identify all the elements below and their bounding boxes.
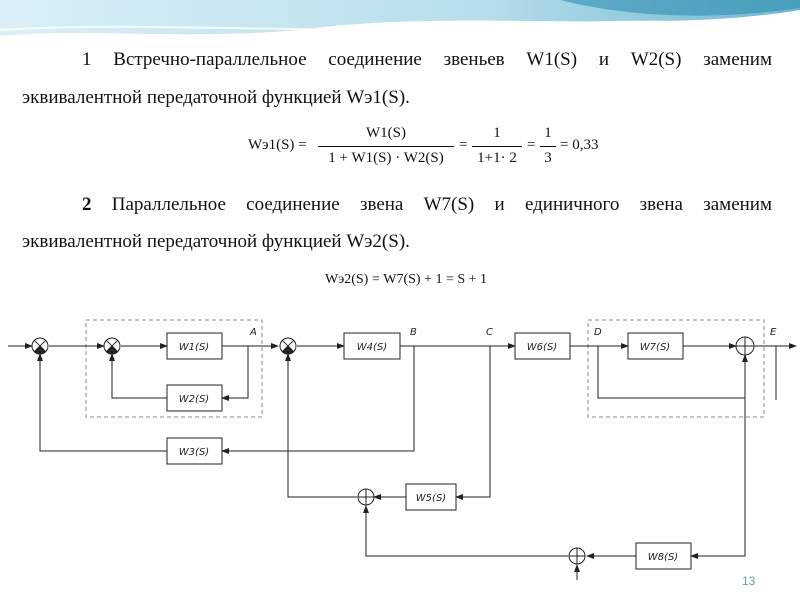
formula1-result: = 0,33	[560, 137, 599, 153]
block-w8-label: W8(S)	[648, 552, 678, 563]
header-wave-decoration	[0, 0, 800, 36]
formula1-frac1-num: W1(S)	[366, 125, 406, 141]
block-w2-label: W2(S)	[179, 394, 209, 405]
summing-junction-1	[31, 337, 49, 355]
block-w1	[166, 332, 223, 360]
formula1-frac2-num: 1	[493, 125, 501, 141]
block-w4	[343, 332, 401, 360]
block-w8	[635, 542, 692, 570]
block-diagram: W1(S) W2(S) W3(S) W4(S) W5(S) W6(S) W7(S…	[8, 319, 797, 580]
section2-number: 2	[82, 194, 92, 215]
point-a-label: A	[249, 327, 257, 338]
point-e-label: E	[770, 327, 777, 338]
formula1-frac3-num: 1	[544, 125, 552, 141]
section2-line1-text: Параллельное соединение звена W7(S) и ед…	[111, 194, 772, 215]
formula1-frac3-den: 3	[544, 150, 552, 166]
block-w7	[627, 332, 684, 360]
section2-line1: 2 Параллельное соединение звена W7(S) и …	[82, 195, 772, 215]
section1-line2: эквивалентной передаточной функцией Wэ1(…	[22, 87, 410, 108]
block-w4-label: W4(S)	[357, 342, 387, 353]
summing-junction-2	[103, 337, 121, 355]
formula1-lhs: Wэ1(S) =	[248, 137, 307, 153]
point-d-label: D	[594, 327, 602, 338]
formula-2: Wэ2(S) = W7(S) + 1 = S + 1	[325, 272, 488, 287]
block-w3-label: W3(S)	[179, 447, 209, 458]
summing-junction-4	[735, 336, 755, 356]
summing-junction-6	[568, 547, 586, 565]
block-w7-label: W7(S)	[640, 342, 670, 353]
formula1-eq3: =	[527, 137, 536, 153]
point-b-label: B	[410, 327, 417, 338]
block-w2	[166, 384, 223, 412]
section1-line1: 1 Встречно-параллельное соединение звень…	[82, 49, 772, 70]
formula1-frac2-den: 1+1· 2	[477, 150, 517, 166]
fraction-line	[540, 146, 556, 147]
fraction-line	[318, 146, 454, 147]
block-w1-label: W1(S)	[179, 342, 209, 353]
dashed-group-box-2	[587, 319, 765, 418]
block-w5	[405, 483, 457, 511]
dashed-group-box-1	[85, 319, 263, 418]
block-w6-label: W6(S)	[527, 342, 557, 353]
section2-line2: эквивалентной передаточной функцией Wэ2(…	[22, 231, 410, 252]
point-c-label: C	[486, 327, 493, 338]
block-w6	[514, 332, 571, 360]
summing-junction-3	[279, 337, 297, 355]
formula1-frac1-den: 1 + W1(S) · W2(S)	[328, 150, 444, 166]
formula1-eq2: =	[459, 137, 468, 153]
block-w3	[166, 437, 223, 465]
summing-junction-5	[357, 488, 375, 506]
fraction-line	[472, 146, 522, 147]
block-w5-label: W5(S)	[416, 493, 446, 504]
page-number: 13	[742, 574, 756, 588]
